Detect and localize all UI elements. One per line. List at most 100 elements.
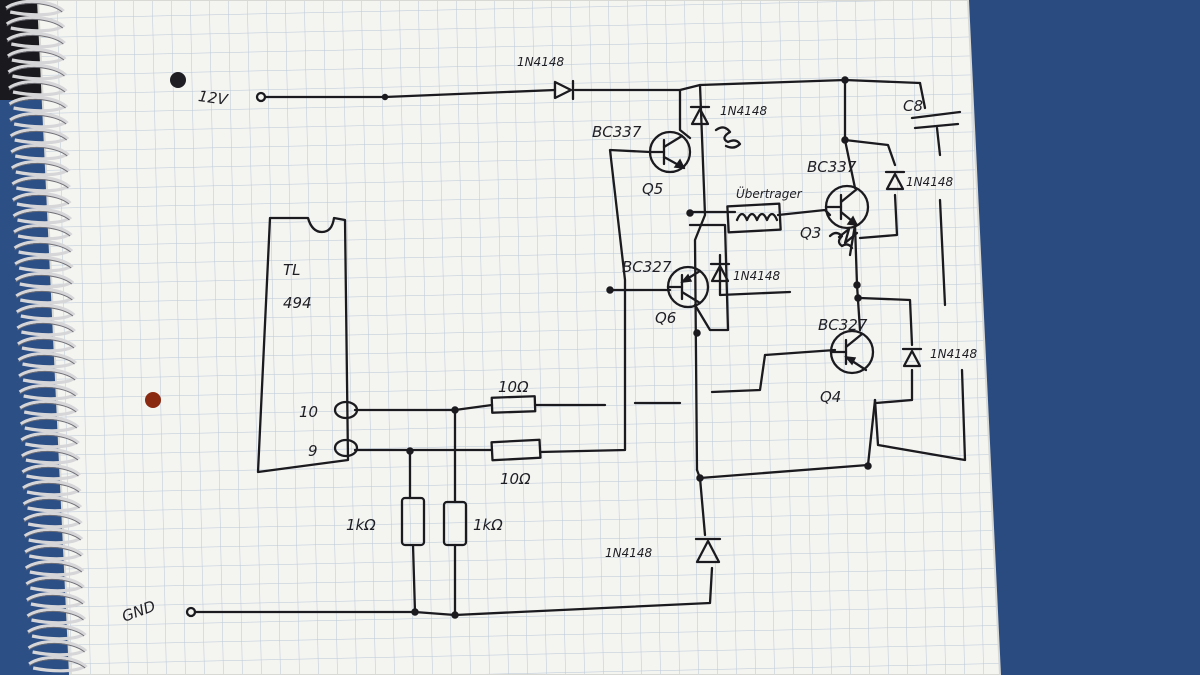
spiral-loop-shadow [15, 291, 73, 301]
label-d-q3: 1N4148 [906, 175, 954, 189]
spiral-loop-shadow [26, 579, 83, 589]
spiral-loop-shadow [19, 403, 77, 413]
spiral-loop-shadow [5, 3, 63, 13]
diode-q6 [709, 262, 731, 283]
spiral-loop-shadow [28, 643, 85, 653]
label-q3-name: Q3 [800, 224, 821, 242]
label-tl: TL [283, 261, 301, 279]
label-d-q5: 1N4148 [720, 104, 768, 118]
wire-to-bottom-diode [698, 476, 707, 537]
label-q4-name: Q4 [820, 388, 841, 406]
wire-q6-emitter [688, 223, 730, 332]
spiral-loop-shadow [9, 115, 67, 125]
transistor-q4 [829, 329, 875, 375]
spiral-loop-shadow [12, 195, 70, 205]
label-capacitor: C8 [903, 97, 923, 115]
diode-q5 [689, 105, 711, 126]
spiral-loop [13, 239, 74, 257]
wire-q4-right [873, 368, 967, 462]
spiral-loop [17, 335, 77, 353]
spiral-loop-shadow [19, 387, 76, 397]
wire-cap-left [918, 81, 927, 110]
pin-10-pad [333, 400, 359, 420]
spiral-loop [27, 623, 87, 641]
spiral-loop-shadow [28, 659, 86, 669]
wire-r-mid-out [538, 148, 652, 454]
spiral-loop-shadow [23, 499, 80, 509]
spiral-loop-shadow [17, 323, 74, 333]
spiral-loop [18, 383, 79, 401]
spiral-loop [17, 351, 78, 369]
capacitor-c8 [910, 110, 962, 157]
spiral-loop-shadow [11, 163, 69, 173]
label-q5-type: BC337 [592, 123, 642, 141]
spiral-loop [7, 63, 68, 81]
notebook-page [36, 0, 1002, 675]
wire-d-q4-down [874, 368, 914, 405]
resistor-1k-right [442, 500, 468, 547]
spiral-loop [5, 15, 66, 33]
spiral-loop-shadow [24, 547, 82, 557]
tl494-chip [256, 216, 359, 474]
spiral-loop [11, 175, 71, 193]
spiral-loop-shadow [27, 611, 84, 621]
wire-1k-left-down [411, 543, 417, 614]
spiral-loop [14, 255, 74, 273]
spiral-loop-shadow [18, 371, 76, 381]
spiral-loop [22, 495, 83, 513]
spiral-loop-shadow [25, 563, 83, 573]
diode-q4 [901, 347, 923, 368]
spiral-loop-shadow [23, 515, 81, 525]
spiral-loop-shadow [10, 131, 68, 141]
spiral-loop [5, 0, 65, 17]
wire-center-node [693, 83, 707, 472]
spiral-loop [15, 303, 76, 321]
spiral-loop-shadow [21, 451, 79, 461]
label-d-q6: 1N4148 [733, 269, 781, 283]
spiral-loop [21, 463, 82, 481]
spiral-loop-shadow [7, 35, 64, 45]
spiral-loop [26, 591, 86, 609]
punch-hole-bottom [145, 392, 161, 408]
spiral-loop [6, 47, 67, 65]
wire-q4-base [763, 348, 837, 357]
spiral-loop-shadow [13, 227, 71, 237]
punch-hole-top [170, 72, 186, 88]
diode-bottom [694, 537, 722, 564]
spiral-loop-shadow [6, 19, 64, 29]
label-r-1k-left: 1kΩ [346, 516, 376, 534]
spiral-loop [19, 415, 80, 433]
transistor-q6 [666, 265, 710, 309]
spiral-loop-shadow [16, 307, 74, 317]
wire-right-rail-lower [843, 138, 857, 190]
wire-transformer-right [776, 208, 832, 217]
spiral-loop [16, 319, 76, 337]
spiral-loop-shadow [18, 355, 75, 365]
wire-cap-right [938, 198, 947, 307]
spiral-loop [28, 655, 88, 673]
wire-d-q4 [858, 296, 914, 347]
spiral-loop [12, 207, 73, 225]
transistor-q3 [824, 184, 870, 245]
label-q5-name: Q5 [642, 180, 663, 198]
wire-q5-collector [678, 88, 692, 140]
label-q6-name: Q6 [655, 309, 676, 327]
spiral-loop [20, 431, 80, 449]
resistor-10-top [490, 395, 537, 414]
terminal-gnd [185, 606, 197, 618]
spiral-loop [13, 223, 73, 241]
spiral-loop-shadow [8, 83, 66, 93]
spiral-loop [26, 607, 87, 625]
spiral-loop [9, 127, 70, 145]
spiral-loop [8, 95, 69, 113]
label-pin9: 9 [308, 442, 318, 460]
ink-scribbles [714, 126, 854, 250]
spiral-loop-shadow [24, 531, 82, 541]
label-pin10: 10 [299, 403, 318, 421]
label-r-mid: 10Ω [500, 470, 531, 488]
label-d-top: 1N4148 [517, 55, 565, 69]
spiral-loop-shadow [27, 627, 85, 637]
spiral-loop-shadow [20, 419, 78, 429]
spiral-loop-shadow [17, 339, 75, 349]
